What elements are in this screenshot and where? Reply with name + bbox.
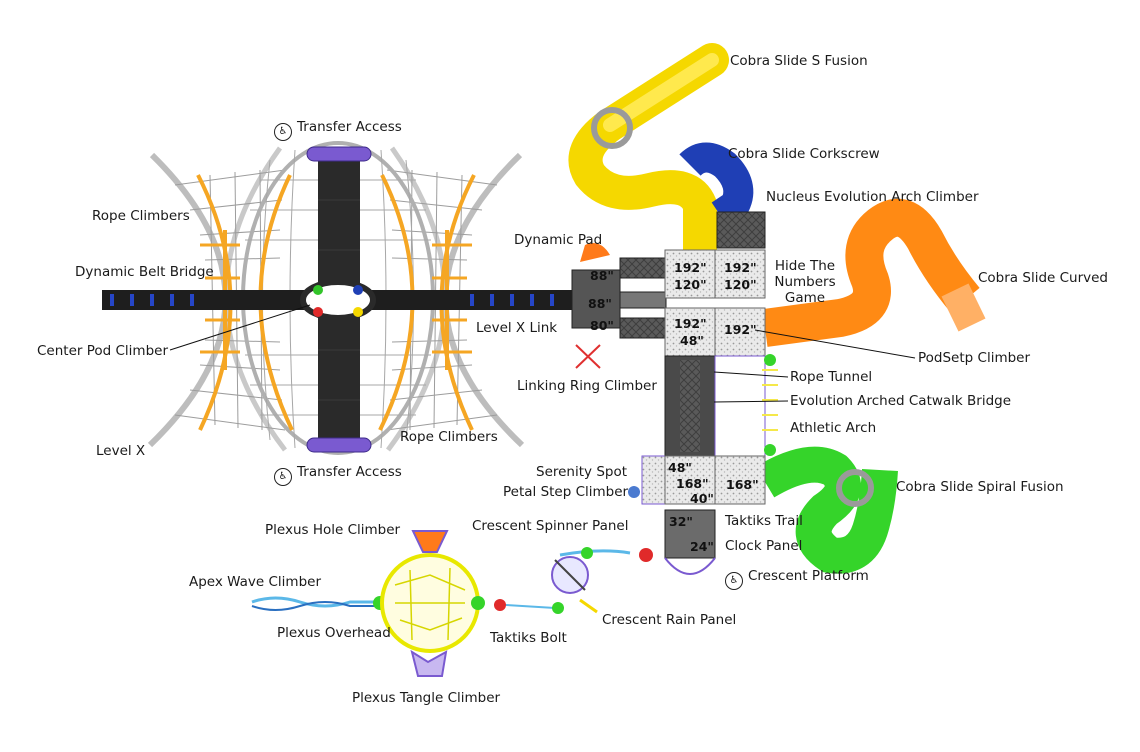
label-crescent-spinner: Crescent Spinner Panel (472, 518, 629, 534)
deck-192d-text: 192" (724, 322, 757, 337)
link-hex-deck (571, 269, 621, 329)
deck-48b-text: 48" (668, 460, 692, 475)
wheelchair-icon: ♿ (274, 468, 292, 486)
dynamic-pad-shape (580, 242, 610, 262)
deck-120a-text: 120" (674, 277, 707, 292)
deck-40-text: 40" (690, 491, 714, 506)
deck-24-text: 24" (690, 539, 714, 554)
petal-step (628, 486, 640, 498)
label-plexus-tangle: Plexus Tangle Climber (352, 690, 501, 706)
deck-88b-text: 88" (588, 296, 612, 311)
label-evolution-catwalk: Evolution Arched Catwalk Bridge (790, 393, 1012, 409)
label-plexus-overhead: Plexus Overhead (277, 625, 391, 641)
leader-lines (169, 304, 916, 403)
wheelchair-icon: ♿ (274, 123, 292, 141)
deck-80-text: 80" (590, 318, 614, 333)
label-level-x-link: Level X Link (476, 320, 558, 336)
label-apex-wave: Apex Wave Climber (189, 574, 322, 590)
deck-seams (318, 199, 360, 401)
label-rope-climbers-left: Rope Climbers (92, 208, 190, 224)
label-plexus-hole: Plexus Hole Climber (265, 522, 401, 538)
label-cobra-curved: Cobra Slide Curved (978, 270, 1109, 286)
label-clock-panel: Clock Panel (725, 538, 803, 554)
label-rope-climbers-right: Rope Climbers (400, 429, 498, 445)
label-transfer-access-top: ♿Transfer Access (274, 119, 402, 141)
label-crescent-platform: ♿Crescent Platform (725, 568, 869, 590)
green-bead-right (471, 596, 485, 610)
label-nucleus-arch: Nucleus Evolution Arch Climber (766, 189, 979, 205)
level-x-link (571, 242, 667, 369)
label-podsetp: PodSetp Climber (918, 350, 1031, 366)
label-cobra-s-fusion: Cobra Slide S Fusion (730, 53, 868, 69)
serenity-spot-deck (641, 455, 666, 505)
pod-yellow-dot (353, 307, 363, 317)
label-petal-step: Petal Step Climber (503, 484, 629, 500)
deck-192b-text: 192" (724, 260, 757, 275)
plexus-hole-climber-shape (411, 530, 449, 553)
deck-48a-text: 48" (680, 333, 704, 348)
deck-192a-text: 192" (674, 260, 707, 275)
cobra-slide-corkscrew (679, 142, 754, 228)
label-cobra-corkscrew: Cobra Slide Corkscrew (728, 146, 880, 162)
slides (568, 43, 986, 574)
transfer-step-bottom (306, 437, 372, 453)
transfer-step-top (306, 146, 372, 162)
label-athletic-arch: Athletic Arch (790, 420, 877, 436)
label-crescent-rain: Crescent Rain Panel (602, 612, 737, 628)
pod-blue-dot (353, 285, 363, 295)
deck-32-24 (664, 509, 716, 559)
label-hide-numbers: Hide The Numbers Game (774, 258, 836, 306)
label-cobra-spiral: Cobra Slide Spiral Fusion (896, 479, 1064, 495)
wheelchair-icon: ♿ (725, 572, 743, 590)
label-level-x: Level X (96, 443, 146, 459)
deck-192-48 (664, 307, 716, 357)
deck-32-text: 32" (669, 514, 693, 529)
cobra-slide-s-fusion (568, 43, 729, 267)
label-center-pod: Center Pod Climber (37, 343, 169, 359)
athletic-arch-lines (762, 369, 778, 431)
orange-rungs (200, 243, 472, 354)
cobra-slide-spiral-fusion (755, 446, 898, 574)
label-rope-tunnel: Rope Tunnel (790, 369, 873, 385)
green-post-bottom (764, 444, 776, 456)
deck-120b-text: 120" (724, 277, 757, 292)
nucleus-arch-climber (716, 211, 766, 249)
label-taktiks-trail: Taktiks Trail (725, 513, 803, 529)
red-bead (494, 599, 506, 611)
label-dynamic-pad: Dynamic Pad (514, 232, 603, 248)
tower-decks: 88" 88" 80" 192" 120" 192" 120" 192" 48"… (588, 249, 778, 575)
plexus-area (251, 530, 653, 677)
label-taktiks-bolt: Taktiks Bolt (490, 630, 567, 646)
label-dynamic-belt-bridge: Dynamic Belt Bridge (75, 264, 214, 280)
pod-green-dot (313, 285, 323, 295)
label-linking-ring: Linking Ring Climber (517, 378, 657, 394)
deck-168 (714, 455, 766, 505)
green-post-top (764, 354, 776, 366)
deck-192-120-b (714, 249, 766, 299)
linking-ring-mark (575, 344, 601, 369)
pod-red-dot (313, 307, 323, 317)
deck-88a-text: 88" (590, 268, 614, 283)
label-serenity-spot: Serenity Spot (536, 464, 628, 480)
deck-168a-text: 168" (676, 476, 709, 491)
deck-192c-text: 192" (674, 316, 707, 331)
deck-192-120-a (664, 249, 716, 299)
label-transfer-access-bottom: ♿Transfer Access (274, 464, 402, 486)
cobra-slide-curved (762, 198, 980, 347)
plexus-web (394, 567, 466, 641)
plexus-tangle-shape (410, 649, 448, 677)
belt-blue-marks (110, 294, 554, 306)
deck-168b-text: 168" (726, 477, 759, 492)
level-x-structure (102, 141, 572, 455)
